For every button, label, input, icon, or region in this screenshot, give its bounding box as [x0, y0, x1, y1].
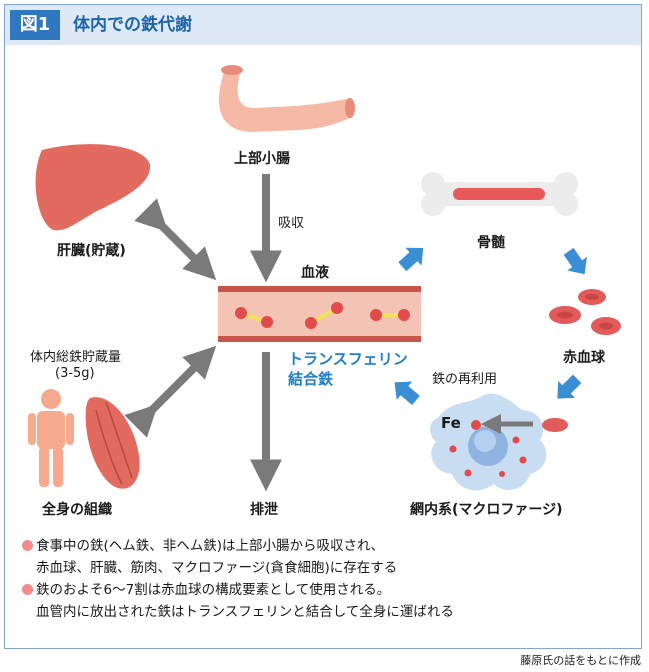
blood-vessel-icon [218, 286, 421, 342]
label-iron-recycling: 鉄の再利用 [432, 372, 498, 387]
small-intestine-icon [219, 65, 355, 132]
note-1-line-1: 食事中の鉄(ヘム鉄、非ヘム鉄)は上部小腸から吸収され、 [22, 535, 454, 557]
label-macrophage: 網内系(マクロファージ) [410, 502, 563, 518]
source-credit: 藤原氏の話をもとに作成 [520, 654, 641, 667]
label-bound-iron: 結合鉄 [288, 370, 334, 388]
label-excretion: 排泄 [250, 502, 278, 518]
figure-title: 体内での鉄代謝 [73, 15, 192, 35]
liver-icon [35, 144, 151, 231]
notes-block: 食事中の鉄(ヘム鉄、非ヘム鉄)は上部小腸から吸収され、 赤血球、肝臓、筋肉、マク… [22, 535, 454, 623]
red-blood-cells-icon [549, 289, 621, 335]
bone-icon [421, 172, 578, 216]
label-iron-amount: (3-5g) [55, 366, 95, 381]
arrow-tissues-blood [124, 345, 217, 438]
arrow-recycle-to-blood [394, 381, 420, 405]
label-tissues: 全身の組織 [42, 502, 112, 518]
macrophage-icon [430, 393, 547, 491]
note-2-text-1: 鉄のおよそ6〜7割は赤血球の構成要素として使用される。 [36, 582, 391, 598]
label-total-iron-stores: 体内総鉄貯蔵量 [30, 350, 122, 365]
label-small-intestine: 上部小腸 [234, 151, 290, 167]
engulfed-red-cell-icon [542, 418, 568, 432]
note-2-text-2: 血管内に放出された鉄はトランスフェリンと結合して全身に運ばれる [36, 604, 454, 620]
note-1-text-2: 赤血球、肝臓、筋肉、マクロファージ(貪食細胞)に存在する [36, 560, 398, 576]
label-liver: 肝臓(貯蔵) [57, 243, 126, 259]
label-red-blood-cells: 赤血球 [563, 350, 605, 366]
figure-number-badge: 図1 [10, 10, 60, 40]
arrow-liver-blood [134, 198, 217, 281]
note-2-line-1: 鉄のおよそ6〜7割は赤血球の構成要素として使用される。 [22, 579, 454, 601]
label-fe: Fe [441, 414, 461, 432]
bullet-icon [22, 584, 33, 595]
label-blood: 血液 [301, 265, 329, 281]
label-bone-marrow: 骨髄 [477, 235, 505, 251]
human-body-icon [28, 389, 74, 487]
label-transferrin: トランスフェリン [288, 350, 408, 368]
arrow-rbc-to-macrophage [557, 374, 582, 399]
arrow-marrow-to-rbc [563, 247, 587, 275]
label-absorption: 吸収 [278, 216, 305, 231]
note-2-line-2: 血管内に放出された鉄はトランスフェリンと結合して全身に運ばれる [22, 601, 454, 623]
note-1-line-2: 赤血球、肝臓、筋肉、マクロファージ(貪食細胞)に存在する [22, 557, 454, 579]
bullet-icon [22, 540, 33, 551]
note-1-text-1: 食事中の鉄(ヘム鉄、非ヘム鉄)は上部小腸から吸収され、 [36, 538, 385, 554]
figure-header: 図1 体内での鉄代謝 [5, 5, 641, 45]
arrow-blood-to-marrow [398, 247, 424, 272]
muscle-icon [85, 397, 140, 489]
